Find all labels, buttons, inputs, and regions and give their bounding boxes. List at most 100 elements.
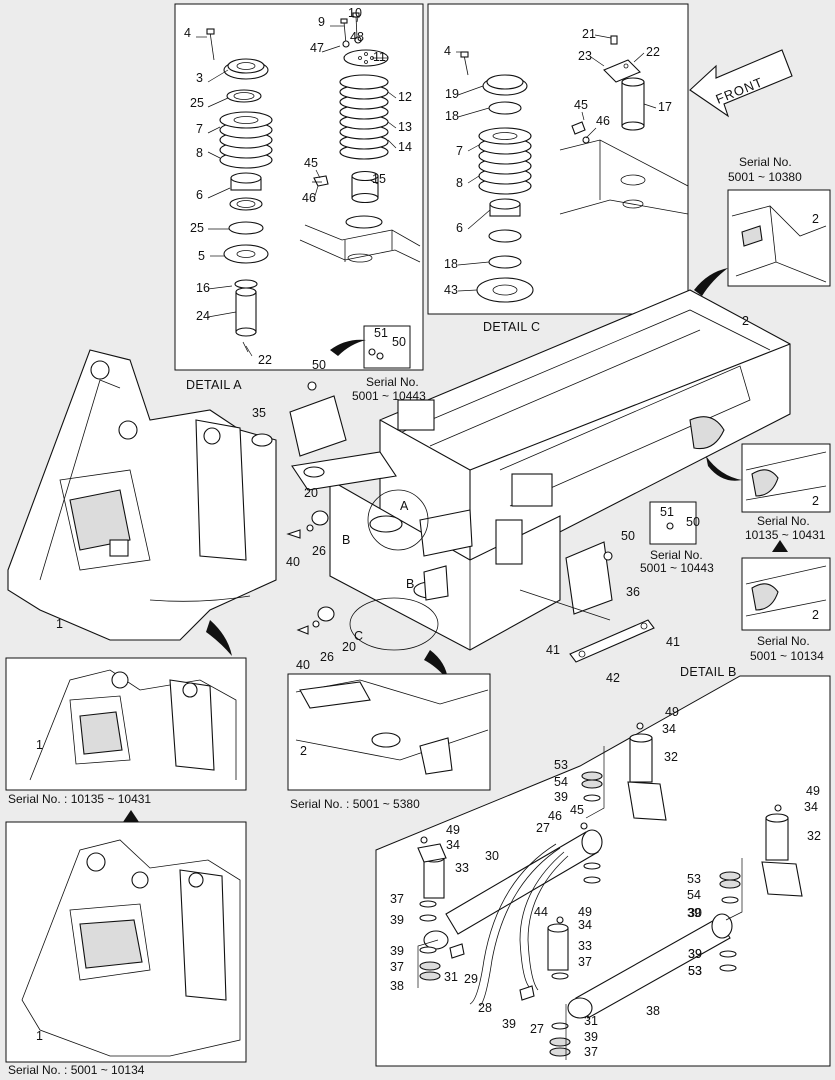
callout-numbers: 4325786255162422910474811121314454615419…: [36, 6, 821, 1059]
callout-main-51: 51: [374, 326, 388, 340]
callout-main-50: 50: [686, 515, 700, 529]
callout-detail-c-4: 4: [444, 44, 451, 58]
callout-main-2: 2: [812, 212, 819, 226]
callout-main-20: 20: [342, 640, 356, 654]
callout-main-35: 35: [252, 406, 266, 420]
inset-serial-5001-10134-left: Serial No. : 5001 ~ 10134: [5, 821, 247, 1077]
inset-serial-5001-10380: Serial No. 5001 ~ 10380: [727, 155, 831, 287]
serial-10135-10431-left: Serial No. : 10135 ~ 10431: [8, 792, 151, 806]
marker-a: A: [400, 499, 409, 513]
callout-main-20: 20: [304, 486, 318, 500]
leader-swoop: [706, 456, 742, 481]
callout-detail-a-22: 22: [258, 353, 272, 367]
callout-detail-b-49: 49: [578, 905, 592, 919]
callout-detail-b-39: 39: [390, 944, 404, 958]
callout-main-26: 26: [312, 544, 326, 558]
callout-detail-b-30: 30: [485, 849, 499, 863]
loader-tower-main: [7, 349, 277, 641]
callout-detail-b-31: 31: [584, 1014, 598, 1028]
leader-line: [594, 34, 612, 39]
callout-main-26: 26: [320, 650, 334, 664]
detail-a-label: DETAIL A: [186, 378, 242, 392]
callout-detail-b-39: 39: [584, 1030, 598, 1044]
callout-detail-a-8: 8: [196, 146, 203, 160]
callout-box-50-51-mid: Serial No. 5001 ~ 10443: [640, 501, 714, 575]
callout-detail-b-39: 39: [390, 913, 404, 927]
callout-detail-b-33: 33: [578, 939, 592, 953]
callout-detail-b-27: 27: [536, 821, 550, 835]
callout-box-50-51-top: Serial No. 5001 ~ 10443: [352, 325, 426, 403]
callout-detail-b-34: 34: [804, 800, 818, 814]
leader-swoop: [206, 620, 232, 656]
callout-detail-b-38: 38: [646, 1004, 660, 1018]
callout-detail-a-47: 47: [310, 41, 324, 55]
callout-detail-a-9: 9: [318, 15, 325, 29]
callout-detail-a-25: 25: [190, 221, 204, 235]
detail-b-panel: [375, 675, 831, 1067]
callout-main-51: 51: [660, 505, 674, 519]
callout-detail-b-54: 54: [554, 775, 568, 789]
leader-line: [387, 139, 397, 149]
callout-main-41: 41: [546, 643, 560, 657]
leader-line: [245, 345, 253, 357]
leader-line: [313, 185, 319, 200]
grouping-brackets: [417, 746, 743, 1060]
leader-line: [457, 107, 490, 118]
callout-main-1: 1: [36, 1029, 43, 1043]
callout-detail-b-39: 39: [554, 790, 568, 804]
leader-line: [207, 69, 229, 83]
callout-detail-c-8: 8: [456, 176, 463, 190]
leader-line: [467, 175, 480, 184]
leader-line: [387, 91, 397, 99]
serial-5001-10380-line1: Serial No.: [739, 155, 792, 169]
callout-detail-b-39: 39: [688, 947, 702, 961]
leader-line: [207, 187, 231, 199]
callout-detail-a-3: 3: [196, 71, 203, 85]
callout-detail-b-38: 38: [390, 979, 404, 993]
callout-detail-a-15: 15: [372, 172, 386, 186]
callout-detail-b-49: 49: [446, 823, 460, 837]
callout-detail-c-21: 21: [582, 27, 596, 41]
detail-c-label: DETAIL C: [483, 320, 540, 334]
callout-detail-c-7: 7: [456, 144, 463, 158]
callout-detail-b-53: 53: [554, 758, 568, 772]
leader-line: [633, 52, 645, 63]
leader-line: [457, 261, 490, 266]
serial-5001-10443-mid-line1: Serial No.: [650, 548, 703, 562]
callout-detail-b-29: 29: [464, 972, 478, 986]
callout-detail-b-53: 53: [688, 964, 702, 978]
callout-main-50: 50: [312, 358, 326, 372]
leader-line: [321, 45, 341, 53]
leader-line: [643, 103, 657, 109]
inset-serial-5001-5380: Serial No. : 5001 ~ 5380: [287, 673, 491, 811]
callout-detail-b-53: 53: [687, 872, 701, 886]
callout-detail-b-37: 37: [390, 892, 404, 906]
callout-main-1: 1: [56, 617, 63, 631]
inset-serial-10135-10431-right: Serial No. 10135 ~ 10431: [741, 443, 831, 542]
callout-detail-b-44: 44: [534, 905, 548, 919]
callout-detail-a-45: 45: [304, 156, 318, 170]
callout-detail-b-27: 27: [530, 1022, 544, 1036]
leader-line: [467, 209, 491, 230]
callout-detail-b-37: 37: [578, 955, 592, 969]
callout-detail-b-31: 31: [444, 970, 458, 984]
callout-detail-a-10: 10: [348, 6, 362, 20]
callout-main-40: 40: [296, 658, 310, 672]
serial-10135-10431-right-line1: Serial No.: [757, 514, 810, 528]
callout-detail-b-53: 53: [688, 964, 702, 978]
callout-detail-a-4: 4: [184, 26, 191, 40]
callout-main-2: 2: [742, 314, 749, 328]
leader-line: [207, 126, 221, 134]
serial-10135-10431-right-line2: 10135 ~ 10431: [745, 528, 826, 542]
callout-detail-a-24: 24: [196, 309, 210, 323]
detail-b-label: DETAIL B: [680, 665, 737, 679]
callout-main-40: 40: [286, 555, 300, 569]
serial-5001-10380-line2: 5001 ~ 10380: [728, 170, 802, 184]
callout-main-36: 36: [626, 585, 640, 599]
callout-detail-c-45: 45: [574, 98, 588, 112]
arrow-up-icon: [123, 810, 139, 822]
serial-5001-10134-right-line2: 5001 ~ 10134: [750, 649, 824, 663]
callout-detail-b-54: 54: [687, 888, 701, 902]
